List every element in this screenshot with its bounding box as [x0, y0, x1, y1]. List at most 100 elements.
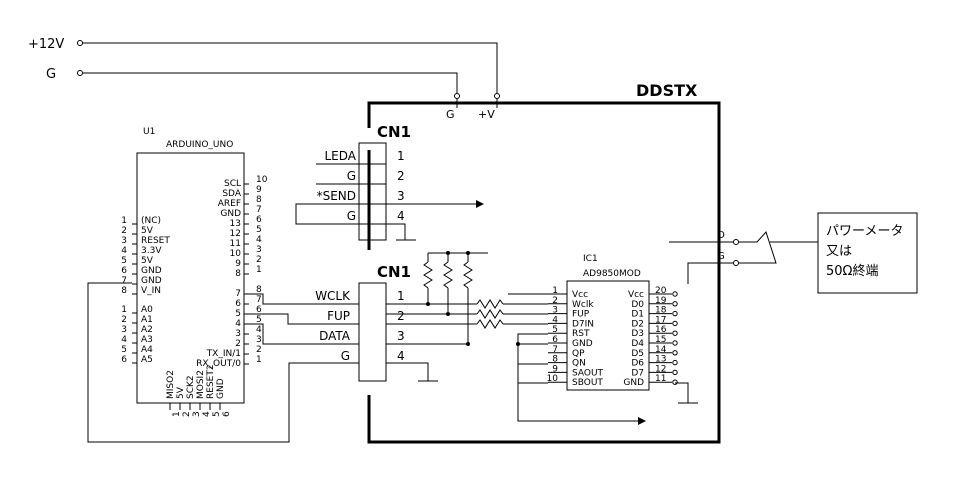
coax-lead	[739, 231, 777, 264]
arduino-right-pin-number: 3	[256, 245, 262, 255]
ic1-left-pin-number: 5	[552, 325, 558, 335]
arduino-left-pin-label: (NC)	[141, 216, 161, 226]
arduino-analog-pin-number: 3	[121, 325, 127, 335]
ic1-body	[566, 280, 650, 391]
arduino-right-pin-number: 4	[256, 325, 262, 335]
ic1-left-pin-label: D7IN	[572, 319, 594, 329]
meter-line1: パワーメータ	[826, 224, 903, 239]
arduino-left-pin-number: 4	[121, 246, 127, 256]
ic1-right-pin-number: 13	[655, 355, 666, 365]
ic1-right-pin-number: 20	[655, 286, 667, 296]
arduino-right-pin-number: 8	[256, 195, 262, 205]
ic1-left-pin-number: 4	[552, 315, 558, 325]
output-o-terminal	[733, 239, 739, 245]
wire-ic1-gnd	[517, 333, 548, 365]
ic1-right-pin-label: GND	[623, 378, 644, 388]
arduino-right-pin-label: 3	[235, 329, 241, 339]
power-gnd-terminal	[77, 70, 83, 76]
arduino-right-pin-number: 2	[256, 255, 262, 265]
ic1-left-pin-number: 8	[552, 355, 558, 365]
arduino-analog-pin-label: A2	[141, 325, 153, 335]
arduino-right-pin-number: 1	[256, 265, 262, 275]
board-v-label: +V	[478, 108, 495, 121]
ic1-left-pin-label: GND	[572, 339, 593, 349]
wire-sbout	[517, 383, 638, 422]
arduino-right-pin-number: 10	[256, 175, 268, 185]
ic1-left-pin-number: 1	[552, 286, 558, 296]
arduino-right-pin-label: 10	[230, 249, 242, 259]
ic1-right-pin-terminal	[672, 350, 678, 356]
cn1-top-body	[358, 142, 387, 241]
output-g-label: G	[717, 251, 725, 262]
arduino-left-pin-number: 8	[121, 286, 127, 296]
arduino-bottom-pin-label: MISO2	[166, 370, 176, 399]
arduino-right-pin-number: 1	[256, 355, 262, 365]
arduino-left-pin-number: 2	[121, 226, 127, 236]
ic1-right-pin-number: 17	[655, 315, 666, 325]
cn1-top-pin-number: 4	[397, 209, 405, 223]
arduino-analog-pin-label: A0	[141, 305, 153, 315]
power-inputs: +12V G G +V	[28, 37, 500, 121]
arduino-analog-pin-number: 2	[121, 315, 127, 325]
arduino-bottom-pin-number: 2	[182, 411, 192, 417]
ic1-right-pin-terminal	[672, 369, 678, 376]
ic1-right-pin-terminal	[672, 320, 678, 327]
wire-vin-gnd	[87, 282, 359, 443]
ic1-left-pin-label: QN	[572, 359, 586, 369]
ic1-right-pin-number: 16	[655, 325, 667, 335]
ic1-right-pin-terminal	[672, 310, 678, 317]
resistor-network	[386, 251, 548, 346]
arduino-right-pin-number: 7	[256, 205, 262, 215]
ic1-right-pin-label: D6	[631, 359, 644, 369]
arduino-bottom-pin-label: RESET2	[206, 364, 216, 399]
ic1-left-pin-label: SAOUT	[572, 368, 604, 378]
cn1-bottom-net-label: G	[341, 349, 350, 363]
wire-send	[295, 203, 476, 225]
arduino-right-pin-label: RX_OUT/0	[196, 359, 241, 369]
arduino-right-pin-label: 13	[230, 219, 241, 229]
cn1-bottom-pin-number: 3	[397, 329, 405, 343]
wire-gnd	[83, 72, 458, 93]
arduino-right-pin-label: 5	[235, 309, 241, 319]
arduino-right-pin-label: 12	[230, 229, 241, 239]
ic1-right-pin-number: 19	[655, 296, 667, 306]
board-gnd-terminal	[454, 93, 460, 99]
arduino-analog-pin-label: A4	[141, 345, 153, 355]
cn1-bottom-body	[358, 282, 387, 382]
arduino-bottom-pin-label: GND	[216, 378, 226, 399]
wire-cn1-bot-gnd	[386, 362, 429, 381]
meter-box	[817, 212, 918, 294]
cn1-top-net-label: G	[347, 209, 356, 223]
ic1-right-pin-number: 18	[655, 306, 667, 316]
arduino-left-pin-label: RESET	[141, 236, 170, 246]
ddstx-board: DDSTX	[367, 81, 721, 444]
ic1-right-pin-number: 12	[655, 364, 666, 374]
cn1-top-pin-number: 2	[397, 169, 405, 183]
arduino-analog-pin-number: 1	[121, 305, 127, 315]
arduino-left-pin-number: 7	[121, 276, 127, 286]
arduino-analog-pin-label: A3	[141, 335, 153, 345]
power-meter-box: パワーメータ 又は 50Ω終端	[817, 212, 918, 294]
cn1-bottom-net-label: DATA	[319, 329, 351, 343]
arduino-right-pin-number: 6	[256, 305, 262, 315]
arduino-analog-pin-number: 5	[121, 345, 127, 355]
ic1-right-pin-label: D1	[631, 310, 644, 320]
arduino-analog-pin-number: 6	[121, 355, 127, 365]
ic1-right-pin-label: Vcc	[628, 290, 644, 300]
arduino-left-pin-number: 1	[121, 216, 127, 226]
ic1-name: AD9850MOD	[583, 269, 641, 279]
arduino-analog-pin-number: 4	[121, 335, 127, 345]
wire-cn1-top-gnd	[386, 223, 406, 240]
ic1-left-pin-number: 9	[552, 364, 558, 374]
arduino-bottom-pin-label: SCK2	[186, 375, 196, 399]
arduino-right-pin-label: TX_IN/1	[206, 349, 241, 359]
ic1-right-pin-terminal	[672, 301, 678, 307]
cn1-bottom-net-label: WCLK	[315, 289, 351, 303]
cn1-bottom-label: CN1	[377, 263, 411, 281]
cn1-top-label: CN1	[377, 123, 411, 141]
arduino-bottom-pin-number: 6	[222, 411, 232, 417]
ic1-ref: IC1	[583, 254, 598, 264]
ic1-left-pin-number: 7	[552, 345, 558, 355]
